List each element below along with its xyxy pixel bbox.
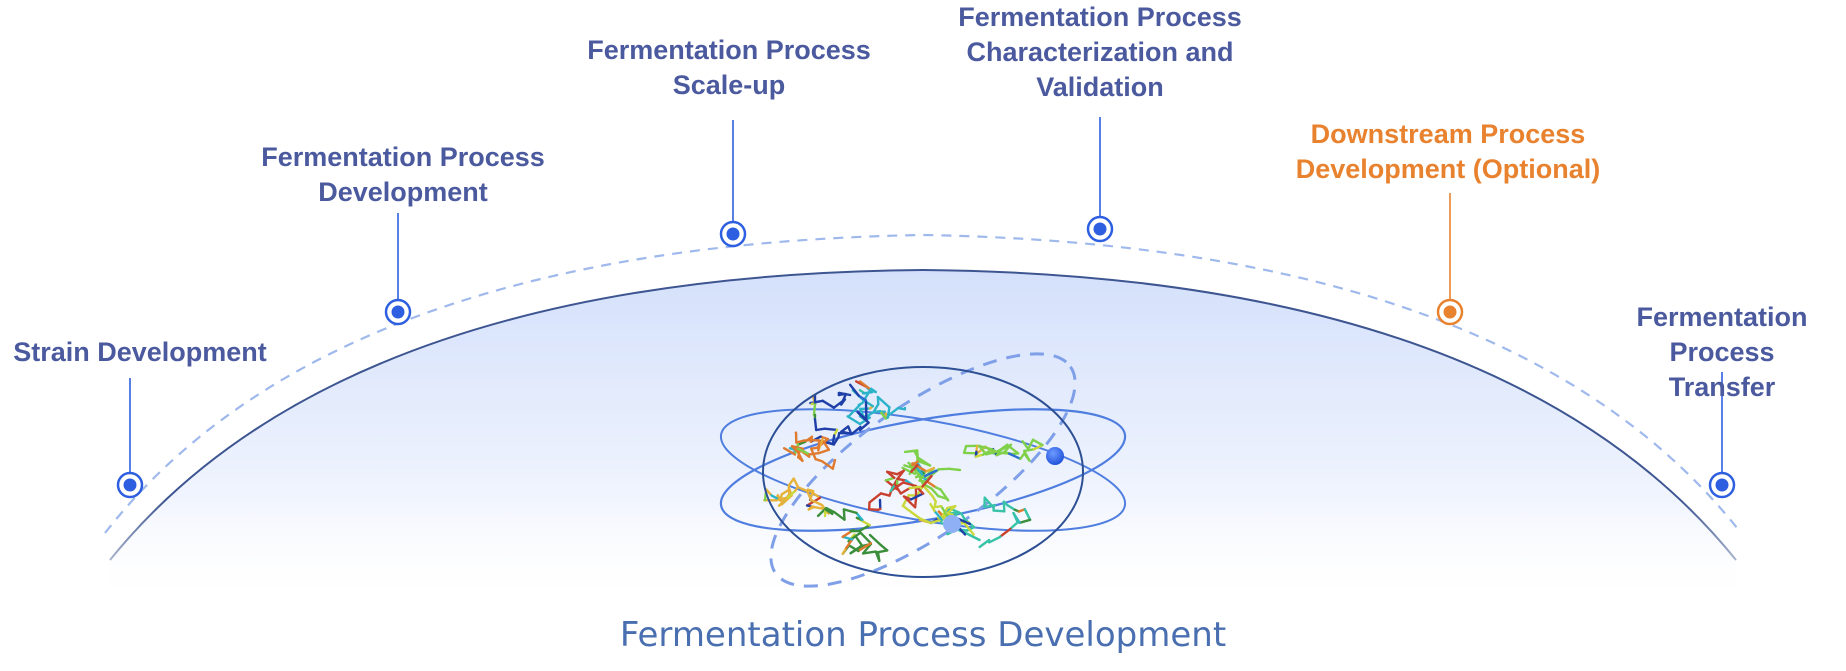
- molecule-bond: [818, 441, 819, 451]
- molecule-bond: [897, 479, 905, 481]
- marker-fermentation-process-scale-up[interactable]: [721, 222, 745, 246]
- marker-dot: [1444, 306, 1457, 319]
- stage-label-downstream-process-development: Downstream Process Development (Optional…: [1296, 117, 1601, 187]
- marker-strain-development[interactable]: [118, 473, 142, 497]
- marker-dot: [727, 228, 740, 241]
- molecule-bond: [994, 511, 1005, 512]
- molecule-bond: [869, 509, 878, 510]
- molecule-bond: [816, 429, 825, 430]
- marker-dot: [1716, 479, 1729, 492]
- stage-label-fermentation-process-development: Fermentation Process Development: [261, 140, 545, 210]
- molecule-bond: [809, 453, 819, 454]
- marker-dot: [1094, 223, 1107, 236]
- stage-label-fermentation-process-scale-up: Fermentation Process Scale-up: [587, 33, 871, 103]
- center-caption: Fermentation Process Development: [620, 615, 1226, 655]
- electron-dot: [1046, 447, 1064, 465]
- molecule-bond: [939, 469, 950, 470]
- stage-label-fermentation-process-characterization: Fermentation Process Characterization an…: [958, 0, 1242, 105]
- marker-downstream-process-development[interactable]: [1438, 300, 1462, 324]
- molecule-bond: [998, 453, 1009, 454]
- stage-label-strain-development: Strain Development: [13, 335, 267, 370]
- marker-fermentation-process-characterization[interactable]: [1088, 217, 1112, 241]
- marker-fermentation-process-transfer[interactable]: [1710, 473, 1734, 497]
- molecule-bond: [910, 487, 923, 489]
- molecule-bond: [814, 405, 815, 415]
- stage-label-fermentation-process-transfer: Fermentation Process Transfer: [1636, 300, 1807, 405]
- molecule-bond: [815, 419, 816, 430]
- marker-dot: [392, 306, 405, 319]
- molecule-bond: [949, 469, 960, 470]
- marker-fermentation-process-development[interactable]: [386, 300, 410, 324]
- molecule-bond: [888, 407, 890, 417]
- electron-dot: [943, 515, 961, 533]
- marker-dot: [124, 479, 137, 492]
- molecule-bond: [825, 429, 837, 430]
- dome-fade: [0, 500, 1846, 610]
